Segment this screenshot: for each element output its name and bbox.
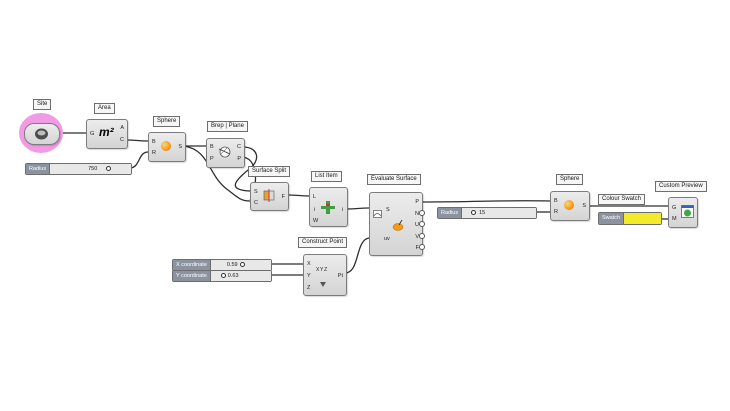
point-marker-icon (320, 275, 326, 293)
brep-plane-output-c[interactable]: C (237, 144, 241, 150)
sphere-component[interactable]: B R S (550, 191, 590, 221)
list-item-output-i[interactable]: i (341, 207, 343, 213)
slider-value: 750 (88, 166, 98, 172)
slider-label: Y coordinate (173, 271, 211, 281)
construct-point-input-x[interactable]: X (307, 261, 311, 267)
surface-split-output-f[interactable]: F (281, 194, 285, 200)
construct-point-input-z[interactable]: Z (307, 285, 311, 291)
evaluate-surface-output-u[interactable]: U (415, 222, 419, 228)
sphere-output-s[interactable]: S (178, 144, 182, 150)
surface-split-caption: Surface Split (248, 166, 291, 177)
area-caption: Area (94, 103, 115, 114)
brep-plane-input-p[interactable]: P (210, 156, 214, 162)
slider-value: 0.59 (226, 262, 238, 268)
sphere-caption: Sphere (153, 116, 181, 127)
slider-grip[interactable] (471, 210, 477, 215)
y-coordinate-slider[interactable]: Y coordinate 0.63 (172, 270, 272, 282)
sphere-input-r[interactable]: R (152, 150, 156, 156)
evaluate-surface-caption: Evaluate Surface (367, 174, 421, 185)
custom-preview-input-m[interactable]: M (672, 216, 677, 222)
custom-preview-input-g[interactable]: G (672, 205, 677, 211)
construct-point-input-y[interactable]: Y (307, 273, 311, 279)
construct-point-caption: Construct Point (298, 237, 348, 248)
brep-plane-output-p[interactable]: P (237, 156, 241, 162)
area-output-c[interactable]: C (120, 137, 124, 143)
output-grip[interactable] (419, 221, 425, 227)
slider-grip[interactable] (106, 166, 112, 171)
brep-plane-input-b[interactable]: B (210, 144, 214, 150)
area-icon: m² (99, 125, 114, 139)
output-grip[interactable] (419, 210, 425, 216)
x-coordinate-slider[interactable]: X coordinate 0.59 (172, 259, 272, 271)
sphere-icon (161, 141, 171, 151)
evaluate-surface-output-v[interactable]: V (415, 234, 419, 240)
surface-icon (373, 205, 382, 223)
output-grip[interactable] (419, 244, 425, 250)
site-caption: Site (33, 99, 52, 110)
colour-swatch[interactable]: Swatch (598, 212, 662, 225)
preview-icon (681, 205, 694, 223)
area-output-a[interactable]: A (120, 125, 124, 131)
list-item-icon (321, 201, 335, 219)
area-component[interactable]: G m² A C (86, 119, 128, 149)
evaluate-surface-output-f[interactable]: F (415, 245, 419, 251)
evaluate-surface-input-uv[interactable]: uv (384, 236, 390, 242)
swatch-label: Swatch (599, 213, 625, 224)
construct-point-component[interactable]: X Y Z X Y Z Pt (303, 254, 347, 296)
evaluate-icon (392, 218, 404, 236)
list-item-input-i[interactable]: i (314, 207, 316, 213)
construct-point-output-pt[interactable]: Pt (337, 273, 343, 279)
custom-preview-caption: Custom Preview (655, 181, 707, 192)
custom-preview-component[interactable]: G M (668, 197, 698, 228)
point-icon: X Y Z (316, 267, 327, 273)
colour-swatch-caption: Colour Swatch (598, 194, 646, 205)
sphere-input-b[interactable]: B (554, 198, 558, 204)
evaluate-surface-output-p[interactable]: P (415, 199, 419, 205)
slider-value: 0.63 (227, 273, 239, 279)
sphere-component[interactable]: B R S (148, 132, 186, 162)
surface-split-component[interactable]: S C F (250, 182, 289, 211)
list-item-caption: List Item (311, 171, 342, 182)
slider-label: Radius (26, 164, 51, 174)
slider-value: 15 (479, 210, 486, 216)
sphere-input-r[interactable]: R (554, 209, 558, 215)
site-param[interactable] (24, 123, 60, 145)
geometry-icon (34, 127, 49, 146)
split-icon (263, 189, 275, 207)
radius-slider[interactable]: Radius 15 (437, 207, 537, 219)
list-item-component[interactable]: L i W i (309, 187, 348, 227)
area-input-g[interactable]: G (90, 131, 95, 137)
swatch-color[interactable] (624, 213, 661, 224)
output-grip[interactable] (419, 233, 425, 239)
section-icon (218, 145, 231, 163)
evaluate-surface-component[interactable]: S uv P N U V F (369, 192, 423, 256)
list-item-input-l[interactable]: L (313, 194, 317, 200)
sphere-caption: Sphere (556, 174, 584, 185)
evaluate-surface-output-n[interactable]: N (415, 211, 419, 217)
list-item-input-w[interactable]: W (313, 218, 319, 224)
sphere-input-b[interactable]: B (152, 139, 156, 145)
slider-label: X coordinate (173, 260, 211, 270)
brep-plane-component[interactable]: B P C P (206, 138, 245, 168)
sphere-icon (564, 200, 574, 210)
radius-slider[interactable]: Radius 750 (25, 163, 132, 175)
sphere-output-s[interactable]: S (582, 203, 586, 209)
evaluate-surface-input-s[interactable]: S (386, 207, 390, 213)
slider-grip[interactable] (220, 273, 226, 278)
slider-grip[interactable] (239, 262, 245, 267)
brep-plane-caption: Brep | Plane (207, 121, 248, 132)
surface-split-input-c[interactable]: C (254, 200, 258, 206)
slider-label: Radius (438, 208, 463, 218)
surface-split-input-s[interactable]: S (254, 189, 258, 195)
